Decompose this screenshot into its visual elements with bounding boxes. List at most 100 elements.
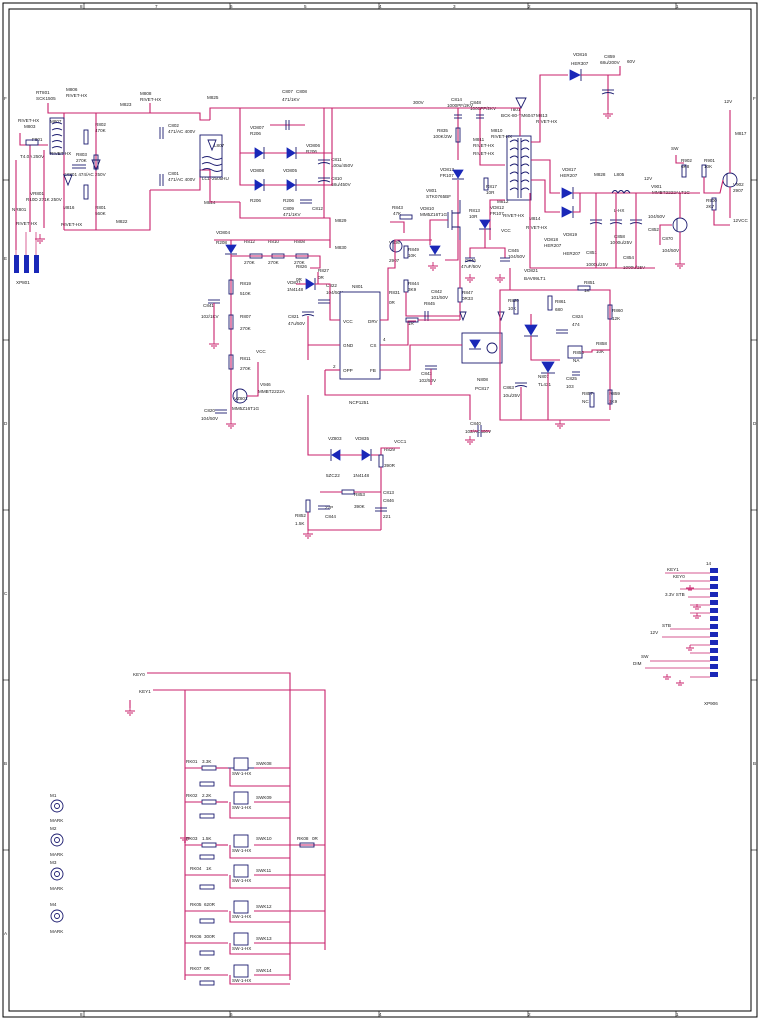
row-label: B	[4, 761, 7, 766]
col-label: 6	[230, 1012, 233, 1017]
n801-ref: N801	[352, 284, 363, 289]
vz803-ref: VZ803	[328, 436, 342, 441]
rk07-value: 0R	[204, 966, 211, 971]
m817-ref: M817	[735, 131, 747, 136]
vd807-ref: VD807	[250, 125, 264, 130]
r843-value: 47K	[393, 211, 402, 216]
r844-value: 3K9	[408, 287, 417, 292]
v901-transistor	[672, 217, 688, 233]
r849-value: 10K	[408, 253, 417, 258]
vz803-value: 5ZC22	[326, 473, 340, 478]
r829-value: 390R	[384, 463, 396, 468]
vd812-value: FR107	[490, 211, 504, 216]
vd817-diode	[561, 187, 574, 199]
inner-border	[8, 8, 752, 1012]
row-label: F	[753, 96, 756, 101]
300v-label: 300V	[413, 100, 425, 105]
r810-value: 270K	[268, 260, 280, 265]
c801-ref: C801	[168, 171, 179, 176]
c859-ref: C859	[604, 54, 615, 59]
rk06-ref: RK06	[190, 934, 202, 939]
r861-ref: R861	[555, 299, 566, 304]
r853b-value: 390K	[354, 504, 366, 509]
c808-ref: C808	[296, 89, 307, 94]
r844-ref: R844	[408, 281, 419, 286]
key-row-5: RK05 620R SWK12 SW-1-HX	[185, 900, 325, 924]
c863-value: 10u/25V	[503, 393, 521, 398]
xp801-ref: XP801	[16, 280, 30, 285]
key-row-4: RK04 1K SWK11 SW-1-HX	[185, 864, 325, 890]
rk01-value: 3.3K	[202, 759, 212, 764]
1r-label: 1R	[408, 321, 415, 326]
swk08-ref: SWK08	[256, 761, 272, 766]
vd821-diode	[305, 278, 316, 290]
rk02-ref: RK02	[186, 793, 198, 798]
vd835-ref: VD835	[355, 436, 369, 441]
v801-mosfet	[429, 200, 461, 245]
xp801-connector	[14, 232, 39, 273]
bridge-diode	[254, 179, 265, 191]
vcc-label: VCC	[256, 349, 266, 354]
r831-value: 0R	[389, 300, 396, 305]
r835-ref: R835	[437, 128, 448, 133]
r852-value: 1.5K	[295, 521, 305, 526]
vd821b-diode	[524, 324, 538, 337]
r802-value: 470K	[95, 128, 107, 133]
pin-drv: DRV	[368, 319, 379, 324]
n808-value: PC817	[475, 386, 489, 391]
c852-value: 104/50V	[648, 214, 666, 219]
col-label: 6	[230, 4, 233, 9]
r803-ref: R803	[76, 152, 87, 157]
c820-ref: C820	[204, 408, 215, 413]
r206-value: R206	[250, 131, 261, 136]
c843-ref: C843	[421, 371, 432, 376]
vd817-value: HER207	[560, 173, 578, 178]
12v-label: 12V	[724, 99, 733, 104]
rk05-ref: RK05	[190, 902, 202, 907]
m812-ref: RIVET-HX	[473, 151, 494, 156]
bridge-rectifier: C807 C808 471/1KV VD807 R206 VD806 R206 …	[239, 89, 520, 250]
col-label: 4	[379, 1012, 382, 1017]
r801-ref: R801	[95, 205, 106, 210]
r851-ref: R851	[584, 280, 595, 285]
rivet-label: RIVET-HX	[61, 222, 82, 227]
c814-ref: C814	[451, 97, 462, 102]
row-label: D	[4, 421, 8, 426]
v902-ref: V902	[733, 182, 744, 187]
cx801-label: CX801 474/AC 250V	[63, 172, 107, 177]
vd808-ref: VD808	[250, 168, 264, 173]
vd835-value: 1N4148	[353, 473, 370, 478]
vd804-ref: VD804	[216, 230, 230, 235]
r812-ref: R812	[244, 239, 255, 244]
col-label: 1	[676, 4, 679, 9]
c841-value: 102/1KV	[201, 314, 220, 319]
vd816-diode	[569, 69, 582, 81]
rk05-value: 620R	[204, 902, 216, 907]
c811-value: 100u/450V	[331, 163, 354, 168]
r835-value: 100K/2W	[433, 134, 453, 139]
col-label: 2	[528, 4, 531, 9]
c842-value: 101/50V	[431, 295, 449, 300]
key-row-1: RK01 3.3K SWK08 SW-1-HX	[185, 757, 290, 787]
r808-value: 270K	[294, 260, 306, 265]
r810-ref: R810	[268, 239, 279, 244]
sw-part-value: SW-1-HX	[232, 848, 251, 853]
swk10-ref: SWK10	[256, 836, 272, 841]
key-row-2: RK02 2.2K SWK09 SW-1-HX	[185, 791, 290, 819]
t801-value: BCK-80-TM6047	[501, 113, 536, 118]
12v-net: 12V	[650, 630, 659, 635]
swk13-ref: SWK13	[256, 936, 272, 941]
vz801-ref: VZ801	[234, 396, 248, 401]
vd821-ref: VD821	[287, 280, 301, 285]
r206-value: R206	[250, 198, 261, 203]
col-label: 5	[304, 4, 307, 9]
row-label: C	[4, 591, 8, 596]
v902-transistor	[722, 172, 738, 188]
r902-ref: R902	[681, 158, 692, 163]
c811-ref: C811	[331, 157, 342, 162]
vd821b-value: BAV99LT1	[524, 276, 546, 281]
v801-value: STK0765BF	[426, 194, 451, 199]
sw-part-value: SW-1-HX	[232, 805, 251, 810]
vz803-zener	[330, 449, 341, 461]
vd821b-ref: VD821	[524, 268, 538, 273]
